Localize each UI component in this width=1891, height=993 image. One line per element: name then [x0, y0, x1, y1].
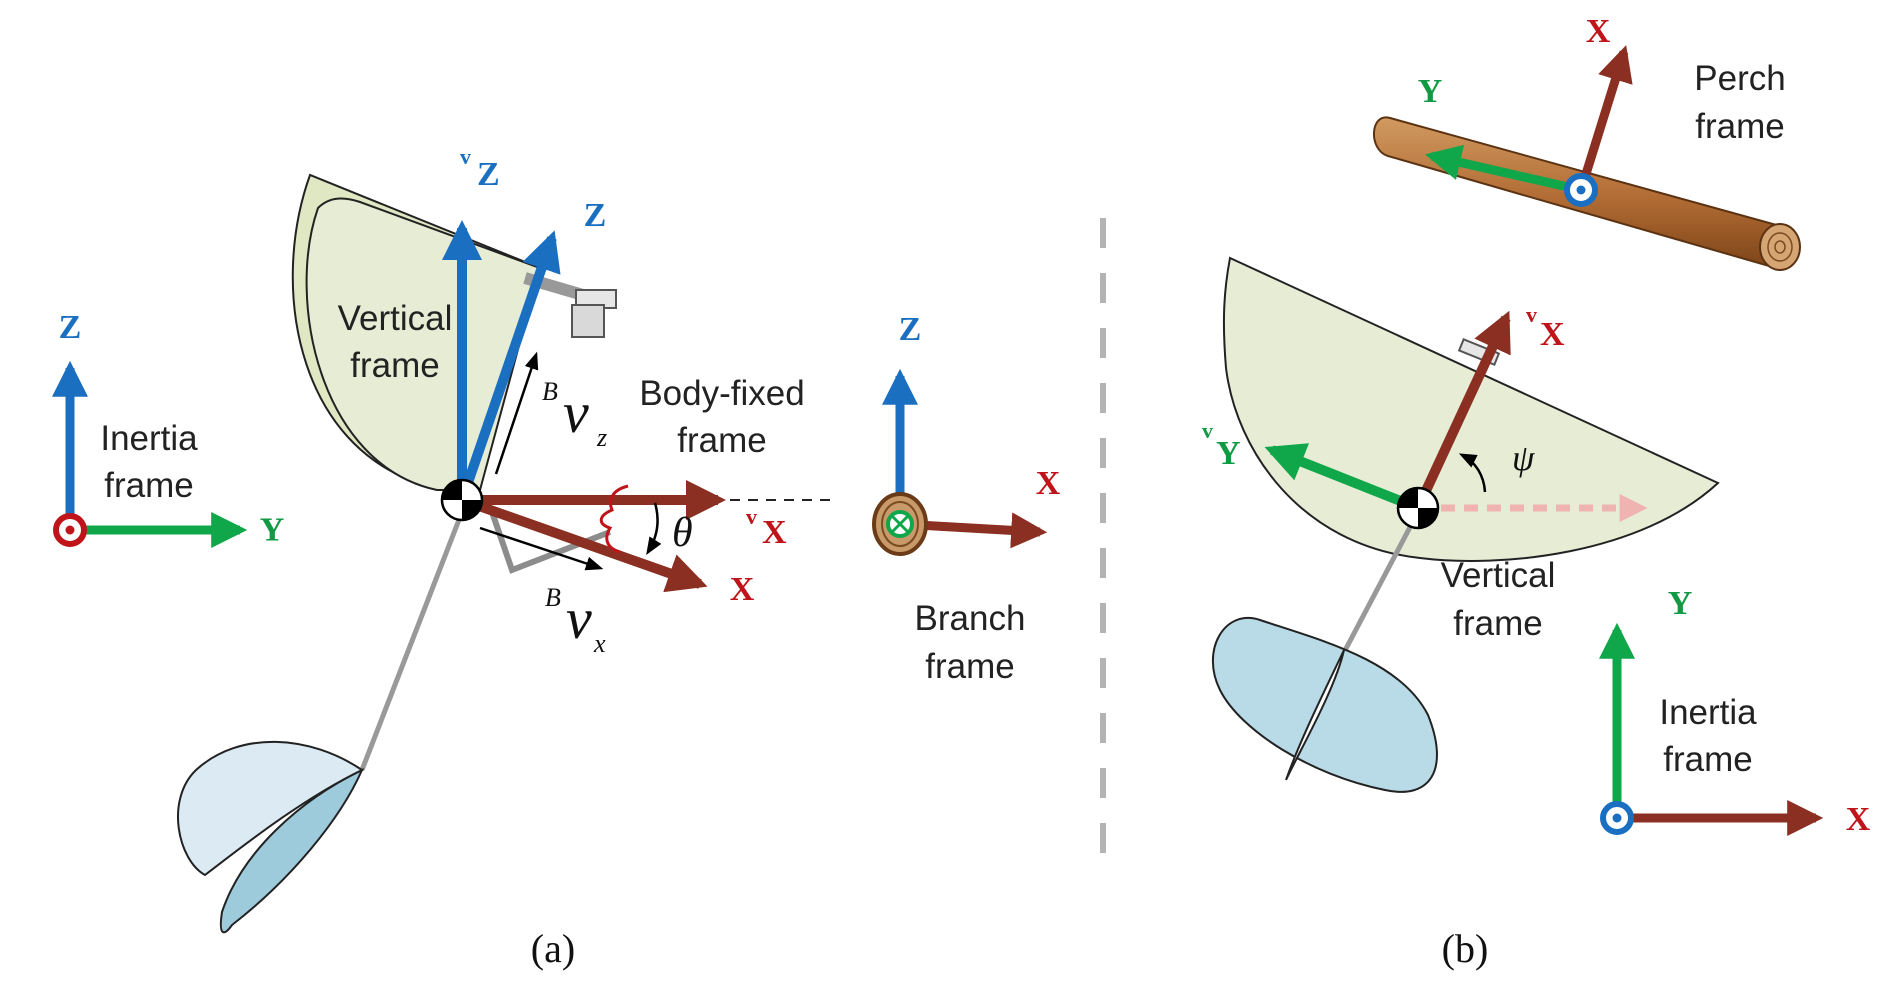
inertia-b-frame-label-line2: frame — [1663, 740, 1752, 779]
tail-fin-b — [1285, 649, 1345, 781]
inertia-a-frame-label-line1: Inertia — [100, 419, 198, 458]
dot-icon — [1600, 801, 1634, 835]
body-a-frame-label-line1: Body-fixed — [639, 374, 804, 413]
svg-text:B: B — [542, 377, 558, 406]
vertical-b-x-sup: v — [1526, 302, 1537, 327]
svg-text:v: v — [566, 586, 592, 651]
svg-text:v: v — [563, 380, 589, 445]
inertia-a-frame-label-line2: frame — [104, 466, 193, 505]
perch-frame-label-line2: frame — [1695, 107, 1784, 146]
vertical-b-x-label: X — [1540, 316, 1565, 353]
psi-label-b: ψ — [1512, 438, 1535, 478]
perch-y-arrow — [1424, 144, 1583, 195]
bird-b — [1211, 256, 1720, 793]
wing-front-a — [305, 197, 542, 491]
center-of-gravity-icon-a — [440, 478, 484, 522]
svg-text:B: B — [545, 583, 561, 612]
vertical-a-x-label: X — [762, 514, 787, 551]
dot-icon — [1564, 173, 1598, 207]
vertical-b-x-arrow — [1413, 310, 1511, 511]
inertia-b-y-label: Y — [1668, 585, 1693, 622]
panel-b: X Y Perch frame v X v Y ψ — [1202, 13, 1871, 971]
velocity-x-arrow-a — [479, 526, 604, 571]
panel-a: Z Y Inertia frame v Z Z — [52, 144, 1061, 971]
branch-frame-label-line1: Branch — [915, 599, 1026, 638]
theta-arc-a — [646, 502, 662, 555]
body-a-x-arrow — [460, 495, 708, 593]
cross-icon — [886, 510, 914, 538]
perch-frame-label-line1: Perch — [1694, 59, 1785, 98]
vertical-a-z-sup: v — [460, 144, 471, 169]
inertia-frame-a: Z Y Inertia frame — [52, 309, 285, 549]
tail-rod-a — [359, 511, 465, 771]
wing-b — [1222, 256, 1720, 562]
body-a-z-arrow — [457, 230, 561, 502]
branch-x-label: X — [1036, 465, 1061, 502]
inertia-a-y-label: Y — [260, 512, 285, 549]
vertical-a-frame-label-line1: Vertical — [338, 299, 453, 338]
bird-a — [176, 173, 617, 934]
body-a-frame-label-line2: frame — [677, 421, 766, 460]
vertical-a-frame-label-line2: frame — [350, 346, 439, 385]
tail-light-a — [176, 740, 365, 877]
theta-label-a: θ — [672, 510, 693, 556]
vertical-b-y-arrow — [1264, 443, 1420, 513]
inertia-a-z-label: Z — [59, 309, 82, 346]
vertical-b-y-label: Y — [1216, 435, 1241, 472]
psi-arc-b — [1458, 453, 1487, 493]
vertical-a-x-sup: v — [746, 504, 757, 529]
perch-x-label: X — [1586, 13, 1611, 50]
branch-frame-a: Z X Branch frame — [872, 311, 1061, 686]
perch-x-arrow — [1576, 45, 1633, 192]
velocity-z-arrow-a — [494, 351, 539, 475]
inertia-frame-b: Y X Inertia frame — [1599, 585, 1871, 838]
perch-log-end-icon — [1759, 223, 1801, 271]
vertical-b-y-sup: v — [1202, 418, 1213, 443]
body-a-x-label: X — [730, 571, 755, 608]
body-a-z-label: Z — [584, 197, 607, 234]
caption-a: (a) — [531, 926, 575, 971]
theta-brace-a — [599, 484, 629, 554]
dot-icon — [53, 513, 87, 547]
velocity-x-label-a: B v x — [545, 583, 606, 658]
tail-b — [1211, 617, 1438, 793]
caption-b: (b) — [1442, 926, 1489, 971]
vertical-b-frame-label-line1: Vertical — [1441, 556, 1556, 595]
inertia-b-frame-label-line1: Inertia — [1659, 693, 1757, 732]
svg-text:z: z — [596, 423, 607, 452]
center-of-gravity-icon-b — [1396, 486, 1440, 530]
perch-frame-b: X Y Perch frame — [1373, 13, 1801, 271]
tail-rod-b — [1337, 510, 1421, 662]
svg-text:x: x — [593, 629, 606, 658]
branch-z-label: Z — [899, 311, 922, 348]
vertical-b-frame-label-line2: frame — [1453, 604, 1542, 643]
perch-y-label: Y — [1418, 73, 1443, 110]
velocity-z-label-a: B v z — [542, 377, 607, 452]
vertical-a-z-label: Z — [477, 156, 500, 193]
inertia-b-x-label: X — [1846, 801, 1871, 838]
tail-dark-a — [219, 767, 365, 934]
branch-frame-label-line2: frame — [925, 647, 1014, 686]
